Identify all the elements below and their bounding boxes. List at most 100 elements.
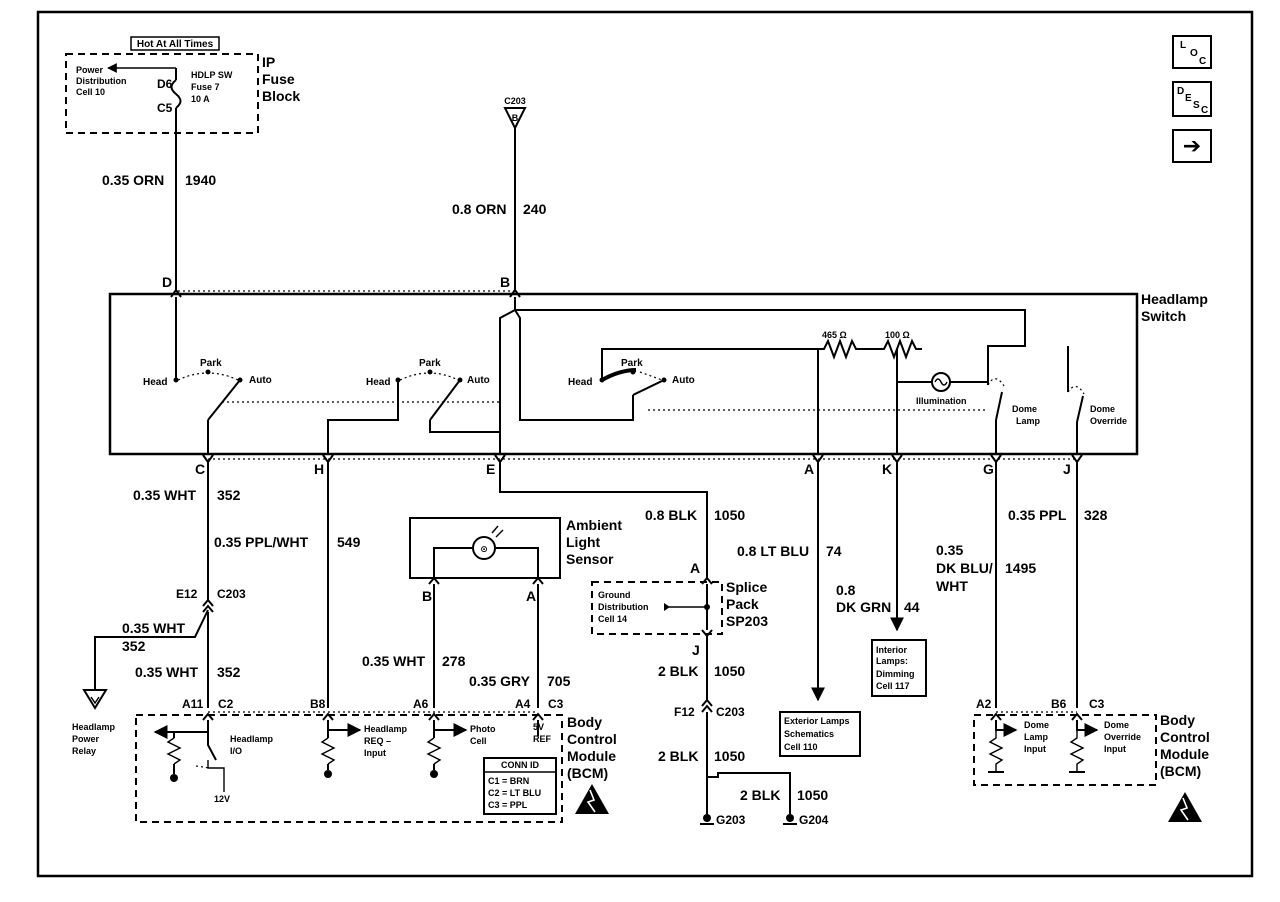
svg-text:Relay: Relay xyxy=(72,746,96,756)
svg-text:Distribution: Distribution xyxy=(598,602,649,612)
svg-text:Cell: Cell xyxy=(470,736,487,746)
headlamp-power-relay: Headlamp Power Relay xyxy=(72,689,116,756)
svg-text:C3: C3 xyxy=(548,697,564,711)
svg-text:C: C xyxy=(1199,56,1206,67)
svg-text:Auto: Auto xyxy=(672,375,695,386)
svg-text:Sensor: Sensor xyxy=(566,551,614,567)
hot-at-all-times-label xyxy=(130,36,220,51)
svg-text:C: C xyxy=(195,461,205,477)
svg-text:(BCM): (BCM) xyxy=(567,765,608,781)
svg-text:O: O xyxy=(1190,48,1198,59)
svg-text:Head: Head xyxy=(143,377,167,388)
svg-text:C3: C3 xyxy=(1089,697,1105,711)
headlamp-switch: Headlamp Switch D B Head Park Auto Head … xyxy=(108,274,1208,477)
svg-text:A: A xyxy=(804,461,814,477)
svg-text:Headlamp: Headlamp xyxy=(230,734,274,744)
svg-text:2 BLK: 2 BLK xyxy=(740,787,780,803)
svg-text:E: E xyxy=(1185,93,1192,104)
svg-text:CONN ID: CONN ID xyxy=(501,760,540,770)
svg-text:74: 74 xyxy=(826,543,842,559)
svg-text:A6: A6 xyxy=(413,697,429,711)
svg-text:D: D xyxy=(162,274,172,290)
c203-connector-top: C203 B xyxy=(503,96,527,290)
svg-text:5V: 5V xyxy=(533,722,544,732)
svg-text:100 Ω: 100 Ω xyxy=(885,330,910,340)
svg-text:B: B xyxy=(500,274,510,290)
svg-text:Hot At All Times: Hot At All Times xyxy=(137,39,214,50)
svg-text:Switch: Switch xyxy=(1141,308,1186,324)
svg-text:F12: F12 xyxy=(674,705,695,719)
svg-text:I/O: I/O xyxy=(230,746,242,756)
svg-text:Headlamp: Headlamp xyxy=(72,722,116,732)
ambient-light-sensor: Ambient Light Sensor ⊙ B A xyxy=(409,517,622,604)
svg-text:Dome: Dome xyxy=(1012,404,1037,414)
svg-text:352: 352 xyxy=(217,664,241,680)
svg-text:44: 44 xyxy=(904,599,920,615)
svg-text:1050: 1050 xyxy=(797,787,828,803)
svg-text:Cell 14: Cell 14 xyxy=(598,614,627,624)
svg-text:A: A xyxy=(526,588,536,604)
svg-text:549: 549 xyxy=(337,534,361,550)
conn-id-box: CONN ID C1 = BRN C2 = LT BLU C3 = PPL xyxy=(483,757,557,815)
svg-text:DK BLU/: DK BLU/ xyxy=(936,560,993,576)
svg-text:Input: Input xyxy=(1104,744,1126,754)
svg-text:Lamp: Lamp xyxy=(1016,416,1041,426)
svg-text:Illumination: Illumination xyxy=(916,396,967,406)
svg-text:G203: G203 xyxy=(716,813,746,827)
svg-text:Body: Body xyxy=(567,714,602,730)
svg-text:SP203: SP203 xyxy=(726,613,768,629)
svg-text:E12: E12 xyxy=(176,587,198,601)
svg-text:0.35 PPL: 0.35 PPL xyxy=(1008,507,1067,523)
arrow-right-icon: ➔ xyxy=(1183,133,1201,158)
svg-text:A: A xyxy=(690,560,700,576)
exterior-lamps-box: Exterior Lamps Schematics Cell 110 xyxy=(779,711,861,757)
desc-button[interactable]: D E S C xyxy=(1172,81,1212,117)
svg-text:1050: 1050 xyxy=(714,748,745,764)
svg-text:Dome: Dome xyxy=(1024,720,1049,730)
interior-lamps-box: Interior Lamps: Dimming Cell 117 xyxy=(871,639,927,697)
svg-text:REQ –: REQ – xyxy=(364,736,391,746)
svg-text:(BCM): (BCM) xyxy=(1160,763,1201,779)
loc-button[interactable]: L O C xyxy=(1172,35,1212,69)
svg-text:Power: Power xyxy=(76,65,104,75)
svg-text:Cell 10: Cell 10 xyxy=(76,87,105,97)
svg-text:12V: 12V xyxy=(214,794,230,804)
svg-text:Control: Control xyxy=(567,731,617,747)
svg-text:Block: Block xyxy=(262,88,300,104)
svg-text:705: 705 xyxy=(547,673,571,689)
svg-text:0.35 GRY: 0.35 GRY xyxy=(469,673,531,689)
svg-text:C3 = PPL: C3 = PPL xyxy=(488,800,528,810)
svg-text:C2: C2 xyxy=(218,697,234,711)
svg-text:Lamps:: Lamps: xyxy=(876,656,908,666)
svg-text:S: S xyxy=(1193,100,1200,111)
svg-text:⊙: ⊙ xyxy=(480,544,488,554)
svg-text:Auto: Auto xyxy=(467,375,490,386)
svg-text:B: B xyxy=(422,588,432,604)
svg-text:Override: Override xyxy=(1090,416,1127,426)
svg-text:Headlamp: Headlamp xyxy=(364,724,408,734)
svg-text:Module: Module xyxy=(567,748,616,764)
svg-text:0.35 WHT: 0.35 WHT xyxy=(362,653,425,669)
next-page-button[interactable]: ➔ xyxy=(1172,129,1212,163)
svg-text:Exterior Lamps: Exterior Lamps xyxy=(784,716,850,726)
body-control-module-right: A2 B6 C3 Dome Lamp Input Dome Override I… xyxy=(973,697,1210,822)
svg-text:Body: Body xyxy=(1160,712,1195,728)
svg-text:Distribution: Distribution xyxy=(76,76,127,86)
svg-text:1495: 1495 xyxy=(1005,560,1036,576)
svg-text:C203: C203 xyxy=(504,96,526,106)
svg-text:WHT: WHT xyxy=(936,578,968,594)
esd-warning-icon xyxy=(1168,792,1202,822)
svg-text:D: D xyxy=(1177,86,1184,97)
wire-1940-circuit: 1940 xyxy=(185,172,216,188)
svg-text:Control: Control xyxy=(1160,729,1210,745)
svg-text:H: H xyxy=(314,461,324,477)
svg-text:Power: Power xyxy=(72,734,100,744)
svg-text:Cell 110: Cell 110 xyxy=(784,742,818,752)
svg-text:10 A: 10 A xyxy=(191,94,210,104)
svg-text:REF: REF xyxy=(533,734,552,744)
svg-text:E: E xyxy=(486,461,495,477)
svg-text:B: B xyxy=(512,113,519,123)
svg-text:Photo: Photo xyxy=(470,724,496,734)
svg-text:Park: Park xyxy=(200,358,222,369)
